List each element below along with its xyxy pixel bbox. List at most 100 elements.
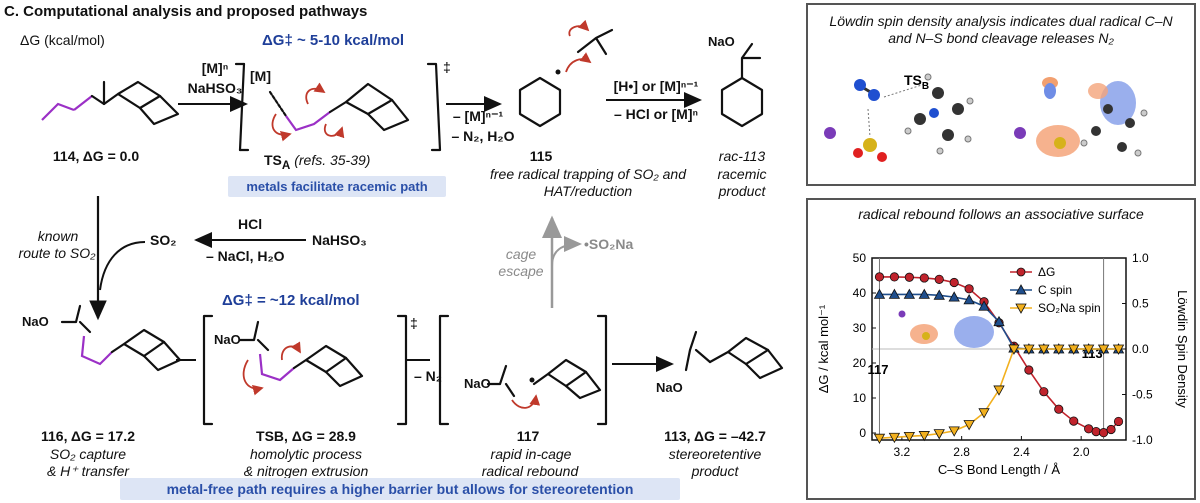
point-1-1 xyxy=(888,288,901,299)
arrow-so2na-release xyxy=(551,236,582,267)
desc-113-line1: stereoretentive xyxy=(668,446,762,462)
spin-density-panel: Löwdin spin density analysis indicates d… xyxy=(806,3,1196,186)
point-1-4 xyxy=(933,289,945,300)
x-tick-label: 2.8 xyxy=(953,445,970,459)
point-0-3 xyxy=(919,273,929,283)
y2-tick-label: -0.5 xyxy=(1132,388,1153,402)
point-0-10 xyxy=(1024,365,1034,375)
desc-116-line1: SO₂ capture xyxy=(49,446,127,462)
point-0-12 xyxy=(1054,404,1064,414)
bracket-tsb-left xyxy=(202,314,214,426)
metal-free-banner: metal-free path requires a higher barrie… xyxy=(120,478,680,500)
energy-unit-label: ΔG (kcal/mol) xyxy=(20,32,105,48)
metals-banner: metals facilitate racemic path xyxy=(228,176,446,197)
point-2-6 xyxy=(963,420,975,431)
point-0-17 xyxy=(1106,424,1116,435)
point-1-5 xyxy=(948,291,960,302)
point-0-15 xyxy=(1091,427,1101,437)
bracket-117-left xyxy=(438,314,450,426)
molecule-rac-113 xyxy=(720,42,764,128)
label-tsb: TSB, ΔG = 28.9 xyxy=(256,428,356,444)
molecule-tsa xyxy=(234,62,442,152)
legend-label-2: SO₂Na spin xyxy=(1038,301,1101,315)
point-1-6 xyxy=(963,294,975,305)
point-2-11 xyxy=(1038,344,1050,355)
escape-label: escape xyxy=(498,263,544,279)
chart-title: radical rebound follows an associative s… xyxy=(858,206,1144,222)
point-2-14 xyxy=(1082,344,1095,355)
point-2-16 xyxy=(1112,344,1125,355)
nahso3-label: NaHSO₃ xyxy=(312,232,367,248)
y-tick-label: 20 xyxy=(853,356,867,370)
tsa-loss-metal: – [M]ⁿ⁻¹ xyxy=(452,108,504,124)
point-2-7 xyxy=(978,408,990,419)
y2-tick-label: 1.0 xyxy=(1132,251,1149,265)
x-tick-label: 2.0 xyxy=(1073,445,1090,459)
inset-sodium xyxy=(898,310,906,318)
point-2-1 xyxy=(888,432,901,444)
point-1-2 xyxy=(903,288,916,299)
tsb-nao: NaO xyxy=(214,332,241,347)
molecule-116 xyxy=(60,304,182,372)
inset-c-spin xyxy=(954,316,994,348)
tsb-barrier: ΔG‡ = ~12 kcal/mol xyxy=(222,292,360,309)
point-2-4 xyxy=(933,429,945,440)
label-117: 117 xyxy=(516,428,540,444)
tsb-structure-render: TSB xyxy=(824,72,1148,162)
tsa-metal-atom: [M] xyxy=(250,68,271,84)
y2-tick-label: 0.5 xyxy=(1132,297,1149,311)
molecule-113 xyxy=(684,330,784,380)
cage-label: cage xyxy=(505,246,537,262)
so2-label: SO₂ xyxy=(150,232,177,248)
y2-axis-label: Löwdin Spin Density xyxy=(1175,290,1190,408)
legend-marker-1 xyxy=(1015,284,1027,295)
x-tick-label: 2.4 xyxy=(1013,445,1030,459)
desc-rac-113-line2: product xyxy=(718,183,766,199)
known-route-line1: known xyxy=(37,228,79,244)
desc-tsb-line2: & nitrogen extrusion xyxy=(243,463,369,479)
label-113: 113, ΔG = –42.7 xyxy=(664,428,766,444)
y-tick-label: 10 xyxy=(853,391,867,405)
byproducts-label: – NaCl, H₂O xyxy=(206,248,285,264)
point-0-4 xyxy=(934,274,944,284)
point-2-8 xyxy=(993,385,1005,396)
minus-n2: – N₂ xyxy=(413,368,442,384)
label-115: 115 xyxy=(529,148,553,164)
rac113-nao: NaO xyxy=(708,34,735,49)
sodium-atom xyxy=(824,127,836,139)
point-2-13 xyxy=(1068,344,1080,355)
y2-tick-label: -1.0 xyxy=(1132,433,1153,447)
point-1-7 xyxy=(978,300,990,311)
116-nao: NaO xyxy=(22,314,49,329)
tsa-loss-n2: – N₂, H₂O xyxy=(451,128,515,144)
section-title: C. Computational analysis and proposed p… xyxy=(4,3,368,20)
legend-label-0: ΔG xyxy=(1038,265,1055,279)
ts-b-label: TSB xyxy=(904,72,929,92)
legend-marker-2 xyxy=(1015,303,1027,314)
y-tick-label: 40 xyxy=(853,286,867,300)
molecule-115 xyxy=(518,19,614,128)
point-2-2 xyxy=(903,431,916,443)
desc-113-line2: product xyxy=(691,463,739,479)
spin-panel-title: Löwdin spin density analysis indicates d… xyxy=(829,13,1173,46)
step2-reagent: [H•] or [M]ⁿ⁻¹ xyxy=(613,78,699,94)
label-rac-113: rac-113 xyxy=(718,148,766,164)
point-0-18 xyxy=(1113,416,1124,427)
point-2-5 xyxy=(948,426,960,437)
label-tsa: TSA (refs. 35-39) xyxy=(264,152,371,172)
point-1-8 xyxy=(993,315,1005,327)
label-116: 116, ΔG = 17.2 xyxy=(40,428,135,444)
inset-sulfur xyxy=(922,332,930,340)
point-2-3 xyxy=(918,431,930,442)
y-tick-label: 50 xyxy=(853,251,867,265)
point-0-0 xyxy=(874,272,885,282)
annotation-117: 117 xyxy=(867,362,888,377)
117-nao: NaO xyxy=(464,376,491,391)
molecule-tsb xyxy=(238,320,364,396)
label-114: 114, ΔG = 0.0 xyxy=(52,148,140,164)
desc-116-line2: & H⁺ transfer xyxy=(46,463,130,479)
point-0-1 xyxy=(889,272,900,282)
reagent-metal: [M]ⁿ xyxy=(201,60,229,76)
molecule-114 xyxy=(41,80,180,126)
